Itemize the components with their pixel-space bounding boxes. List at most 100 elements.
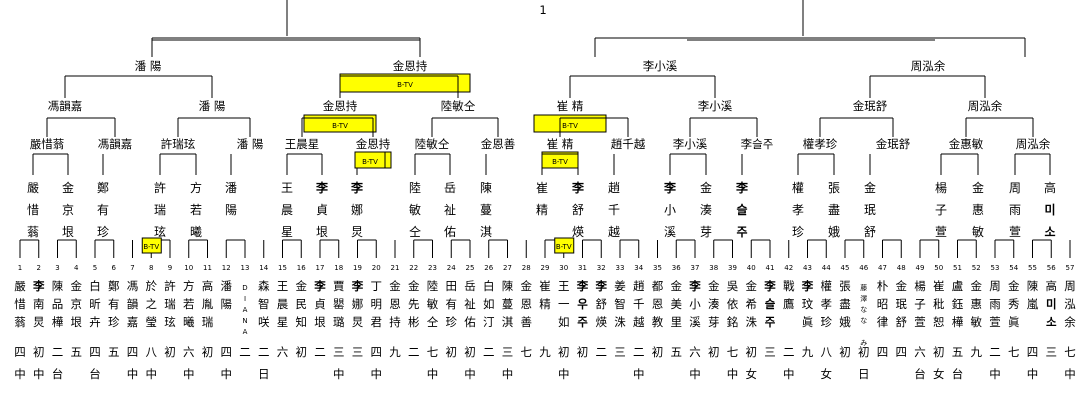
level4-name-char: 垠: [316, 225, 328, 239]
player-number: 29: [541, 264, 550, 272]
player-number: 50: [934, 264, 943, 272]
player-name-char: 銘: [727, 315, 739, 329]
player-name-char: I: [244, 295, 246, 303]
player-country: 中: [633, 367, 645, 381]
player-grade: 三: [1046, 345, 1058, 359]
btv-highlight: [303, 114, 377, 133]
player-country: 中: [221, 367, 233, 381]
player-number: 16: [297, 264, 306, 272]
player-grade: 四: [896, 345, 908, 359]
player-number: 15: [278, 264, 287, 272]
level2-player-name: 崔 精: [557, 99, 584, 113]
level4-name-char: 金: [972, 180, 984, 195]
player-number: 41: [766, 264, 775, 272]
level4-name-char: 趙: [608, 180, 620, 195]
player-country: 中: [127, 367, 139, 381]
player-name-char: 惜: [14, 297, 26, 311]
level4-name-char: 鄭: [97, 180, 109, 195]
player-name-char: 君: [371, 315, 383, 329]
player-grade: 二: [783, 345, 795, 359]
player-name-char: 方: [183, 279, 195, 293]
player-name-char: 瑞: [202, 315, 214, 329]
player-name-char: 京: [71, 297, 83, 311]
level4-name-char: 貞: [316, 203, 328, 217]
level2-player-name: 金珉舒: [853, 99, 888, 113]
player-name-char: 戰: [783, 279, 795, 293]
player-country: 中: [14, 367, 26, 381]
player-name-char: 소: [1046, 315, 1057, 329]
level4-name-char: 煐: [572, 225, 584, 239]
player-number: 22: [409, 264, 418, 272]
player-name-char: 金: [296, 279, 308, 293]
player-grade: 四: [127, 345, 139, 359]
player-name-char: 芽: [708, 315, 720, 329]
level1-player-name: 金恩持: [393, 59, 428, 73]
player-number: 32: [597, 264, 606, 272]
level4-name-char: 小: [664, 203, 676, 217]
player-name-char: 炅: [352, 315, 364, 329]
player-grade: 六: [689, 345, 701, 359]
player-name-char: 恩: [652, 297, 664, 311]
player-name-char: 盧: [952, 279, 964, 293]
player-name-char: 佑: [464, 315, 476, 329]
player-number: 37: [691, 264, 700, 272]
player-grade: 三: [502, 345, 514, 359]
player-name-char: 盡: [839, 297, 851, 311]
level4-name-char: 越: [608, 225, 620, 239]
player-name-char: 王: [558, 279, 570, 293]
player-name-char: 姜: [614, 279, 626, 293]
level4-name-char: 陸: [409, 181, 421, 195]
level4-name-char: 珉: [864, 203, 876, 217]
level1-player-name: 李小溪: [643, 59, 678, 73]
player-name-char: 珍: [821, 315, 833, 329]
player-grade: 初: [577, 345, 589, 359]
player-number: 6: [112, 264, 117, 272]
player-grade: 二: [483, 345, 495, 359]
player-name-char: 嘉: [127, 315, 139, 329]
btv-label: B-TV: [143, 243, 159, 251]
level4-name-char: 潘: [225, 181, 237, 195]
player-name-char: 南: [33, 297, 45, 311]
player-name-char: 金: [896, 279, 908, 293]
player-name-char: 越: [633, 315, 645, 329]
btv-highlight: [141, 237, 162, 254]
level4-name-char: 方: [190, 180, 202, 195]
player-name-char: 一: [558, 297, 570, 311]
level4-name-char: 瑞: [154, 203, 166, 217]
level3-player-name: 金恩持: [356, 137, 391, 151]
player-name-char: 陽: [221, 297, 233, 311]
player-grade: 六: [277, 345, 289, 359]
player-name-char: 陸: [427, 279, 439, 293]
player-name-char: 金: [671, 279, 683, 293]
player-number: 25: [466, 264, 475, 272]
player-name-char: 樺: [952, 315, 964, 329]
player-name-char: 雨: [989, 297, 1001, 311]
player-name-char: 恩: [521, 297, 533, 311]
player-grade: 四: [14, 345, 26, 359]
level3-player-name: 馮韻嘉: [98, 137, 133, 151]
player-grade: 七: [1008, 345, 1020, 359]
player-name-char: 李: [801, 279, 814, 293]
player-number: 35: [653, 264, 662, 272]
player-number: 42: [784, 264, 793, 272]
player-name-char: 슬: [765, 297, 776, 311]
level4-name-char: 李: [735, 180, 749, 195]
level4-name-char: 祉: [444, 203, 456, 217]
player-number: 31: [578, 264, 587, 272]
level2-player-name: 馮韻嘉: [48, 99, 83, 113]
level2-player-name: 李小溪: [698, 99, 733, 113]
player-name-char: 星: [277, 315, 289, 329]
player-country: 中: [427, 367, 439, 381]
player-country: 中: [1064, 367, 1076, 381]
player-name-char: 咲: [258, 315, 270, 329]
btv-highlight: [354, 151, 386, 169]
level2-player-name: 潘 陽: [199, 99, 226, 113]
player-name-char: 미: [1046, 297, 1057, 311]
player-grade: 三: [614, 345, 626, 359]
player-country: 中: [783, 367, 795, 381]
player-name-char: 彬: [408, 315, 420, 329]
player-number: 52: [972, 264, 981, 272]
level3-player-name: 金恩善: [481, 137, 516, 151]
btv-label: B-TV: [362, 158, 378, 166]
player-name-char: 美: [671, 297, 683, 311]
